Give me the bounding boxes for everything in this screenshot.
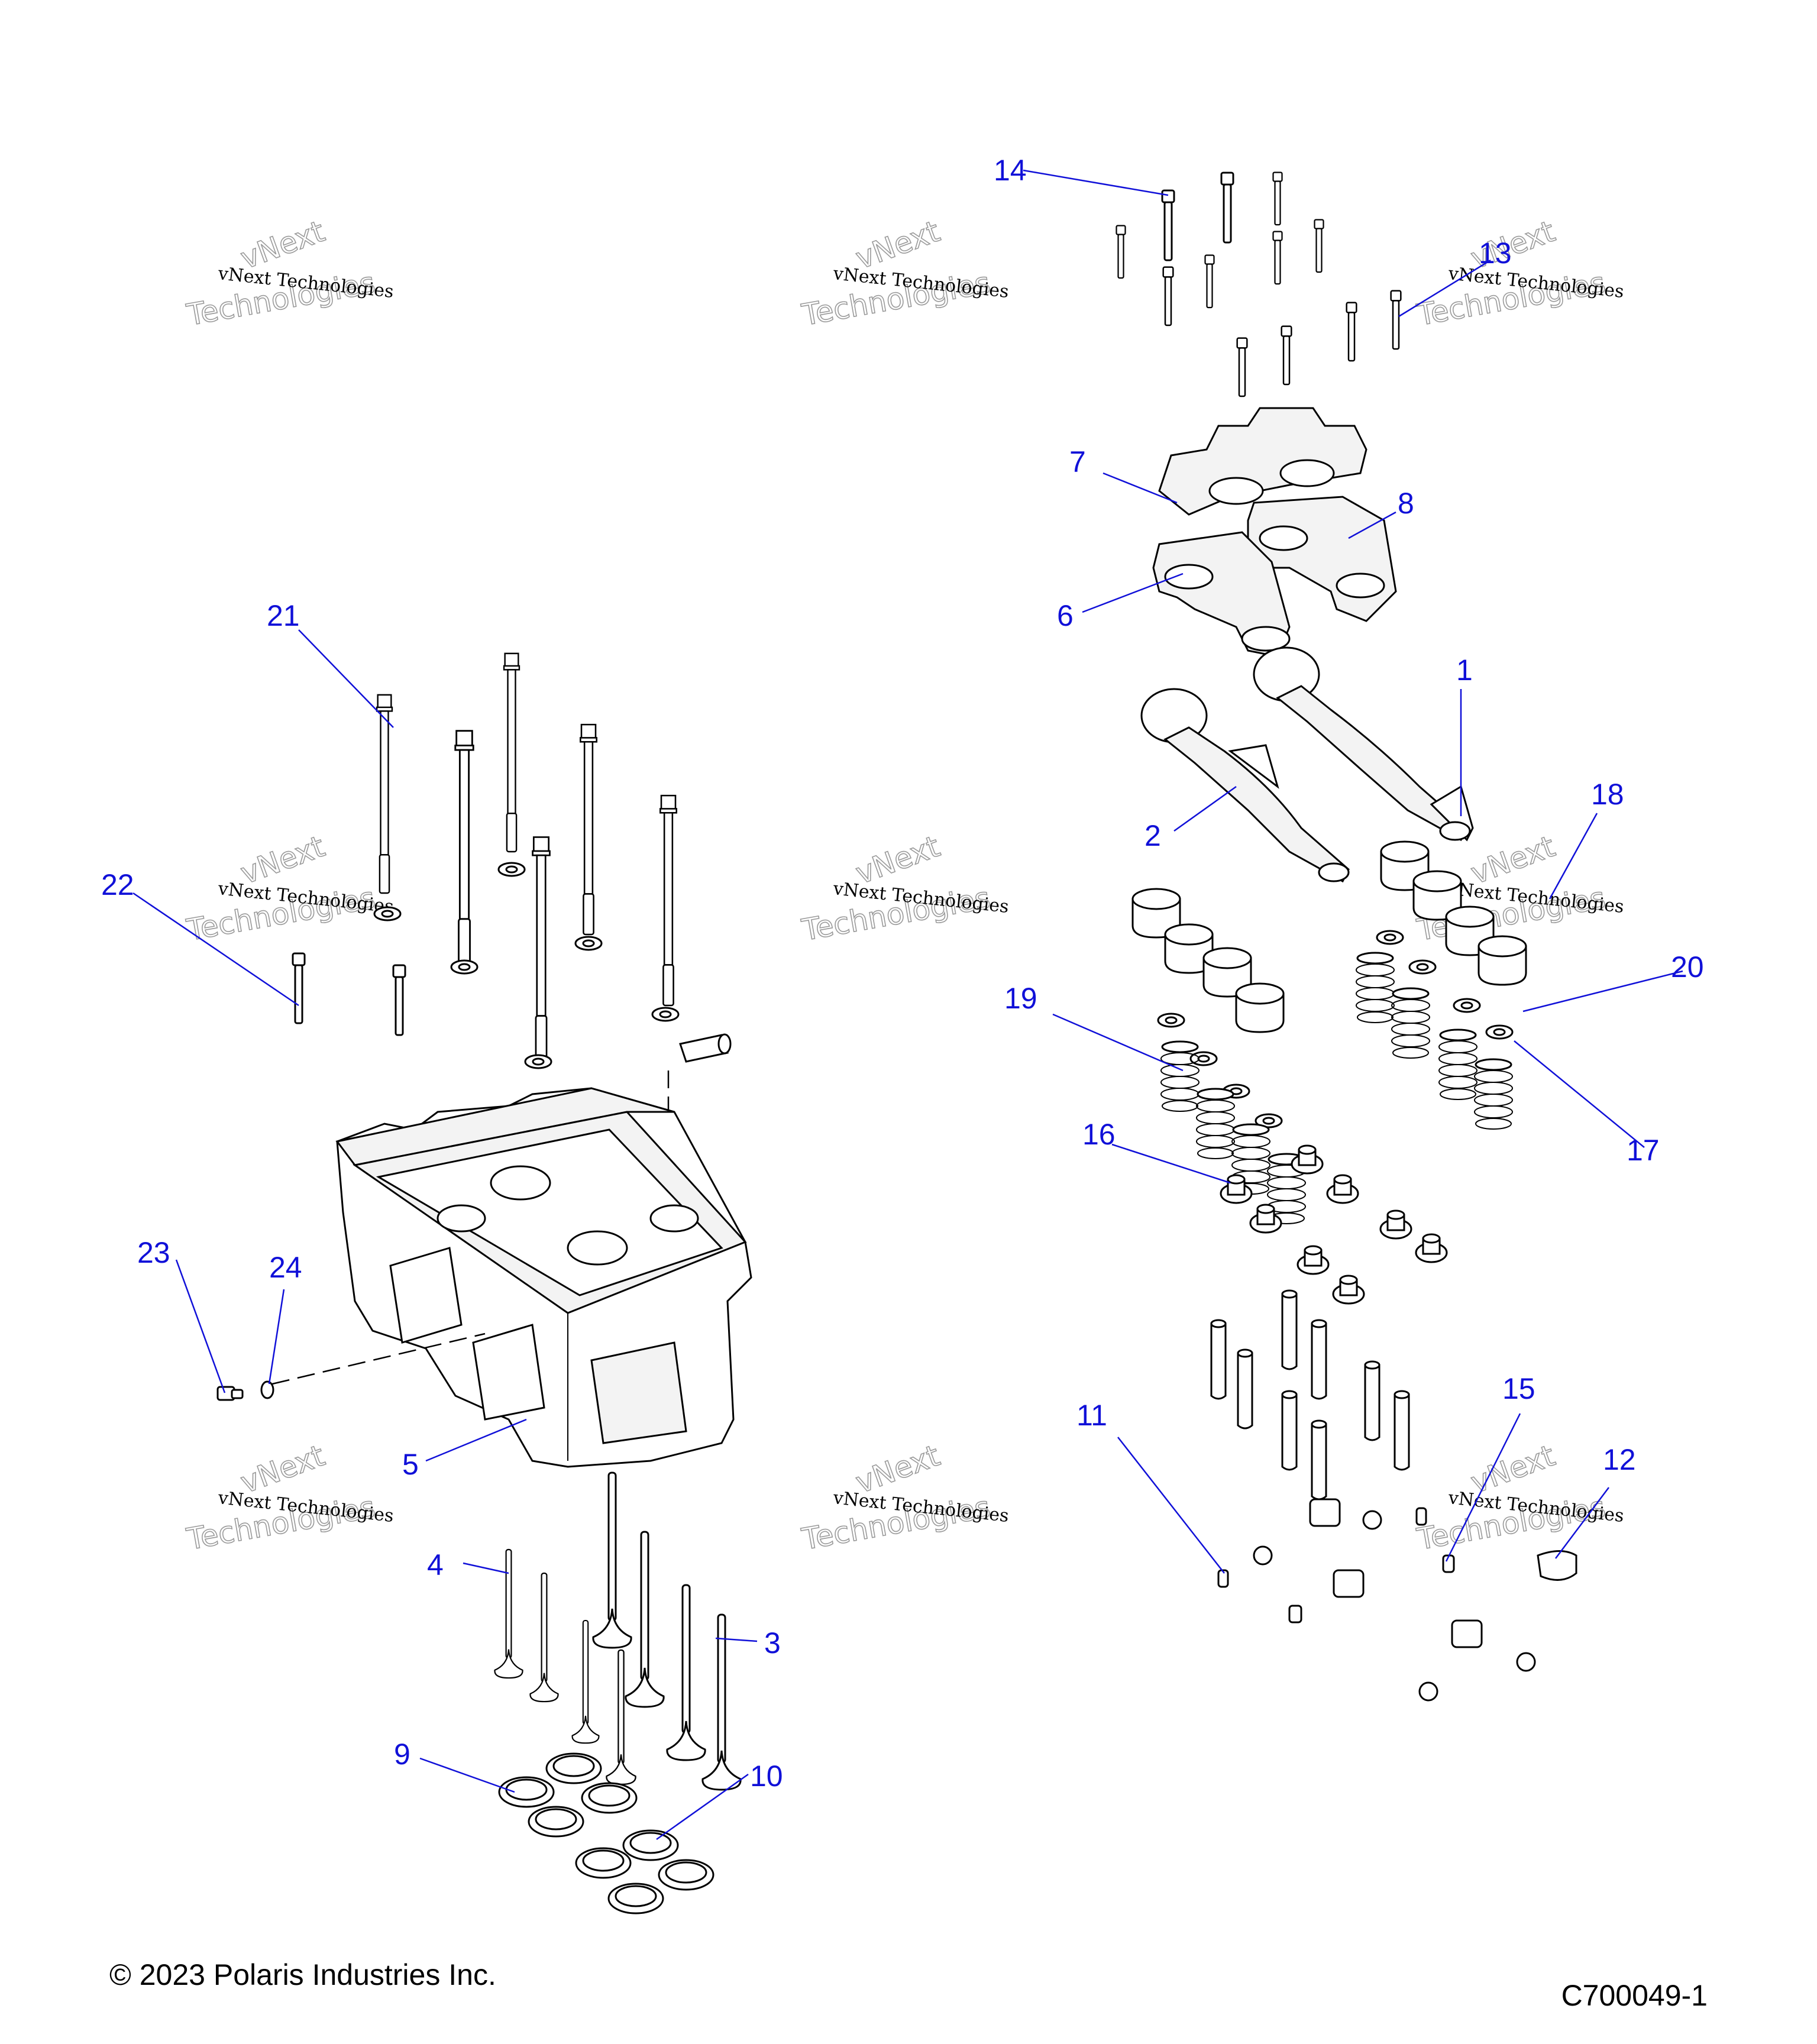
leader-lines	[132, 169, 1683, 1841]
camshaft-cap-6	[1152, 531, 1291, 658]
callout-7: 7	[1069, 445, 1086, 478]
washer-24	[260, 1380, 274, 1399]
watermark: vNext Technologies vNext Technologies	[798, 214, 1010, 333]
callout-15: 15	[1502, 1372, 1535, 1405]
watermark: vNext Technologies vNext Technologies	[183, 1438, 395, 1557]
callout-5: 5	[402, 1448, 419, 1481]
callout-22: 22	[101, 868, 134, 901]
watermark: vNext Technologies vNext Technologies	[1414, 214, 1625, 333]
callout-2: 2	[1144, 819, 1161, 852]
cam-cap-bolts	[1116, 173, 1402, 397]
figure-id: C700049-1	[1561, 1979, 1708, 2012]
watermark: vNext Technologies vNext Technologies	[1414, 1438, 1625, 1557]
cylinder-head-5	[335, 1087, 752, 1468]
callout-4: 4	[427, 1548, 444, 1581]
callout-labels: 1 2 3 4 5 6 7 8 9 10 11 12 13 14 15 16 1…	[101, 154, 1704, 1793]
camshaft-exhaust-1	[1253, 646, 1474, 842]
dowel-pin	[679, 1033, 732, 1063]
callout-10: 10	[750, 1760, 783, 1793]
callout-3: 3	[764, 1626, 781, 1660]
camshaft-cap-8	[1247, 496, 1397, 622]
small-parts	[1217, 1498, 1577, 1702]
assembly-line	[271, 1333, 486, 1385]
valves	[493, 1471, 742, 1791]
camshaft-cap-7	[1158, 407, 1367, 516]
callout-21: 21	[267, 599, 300, 632]
callout-23: 23	[137, 1236, 170, 1269]
head-bolt-washers	[373, 862, 680, 1069]
callout-16: 16	[1082, 1118, 1116, 1151]
camshaft-intake-2	[1140, 688, 1350, 883]
callout-18: 18	[1591, 778, 1624, 811]
callout-24: 24	[269, 1251, 302, 1284]
watermark: vNext Technologies vNext Technologies	[798, 829, 1010, 948]
copyright-text: © 2023 Polaris Industries Inc.	[109, 1958, 496, 1991]
callout-20: 20	[1671, 950, 1704, 984]
callout-6: 6	[1057, 599, 1074, 632]
watermark: vNext Technologies vNext Technologies	[183, 214, 395, 333]
plug-23	[216, 1386, 244, 1401]
valve-stem-seals	[1220, 1144, 1448, 1305]
callout-12: 12	[1603, 1443, 1636, 1476]
callout-8: 8	[1398, 487, 1414, 520]
callout-19: 19	[1004, 982, 1037, 1015]
callout-11: 11	[1076, 1399, 1107, 1432]
watermark: vNext Technologies vNext Technologies	[183, 829, 395, 948]
callout-14: 14	[994, 154, 1027, 187]
callout-13: 13	[1479, 237, 1512, 270]
valve-guides	[1210, 1289, 1410, 1500]
callout-9: 9	[394, 1738, 410, 1771]
watermark: vNext Technologies vNext Technologies	[798, 1438, 1010, 1557]
callout-17: 17	[1627, 1134, 1660, 1167]
callout-1: 1	[1456, 654, 1473, 687]
cylinder-head-bolts	[293, 652, 678, 1060]
